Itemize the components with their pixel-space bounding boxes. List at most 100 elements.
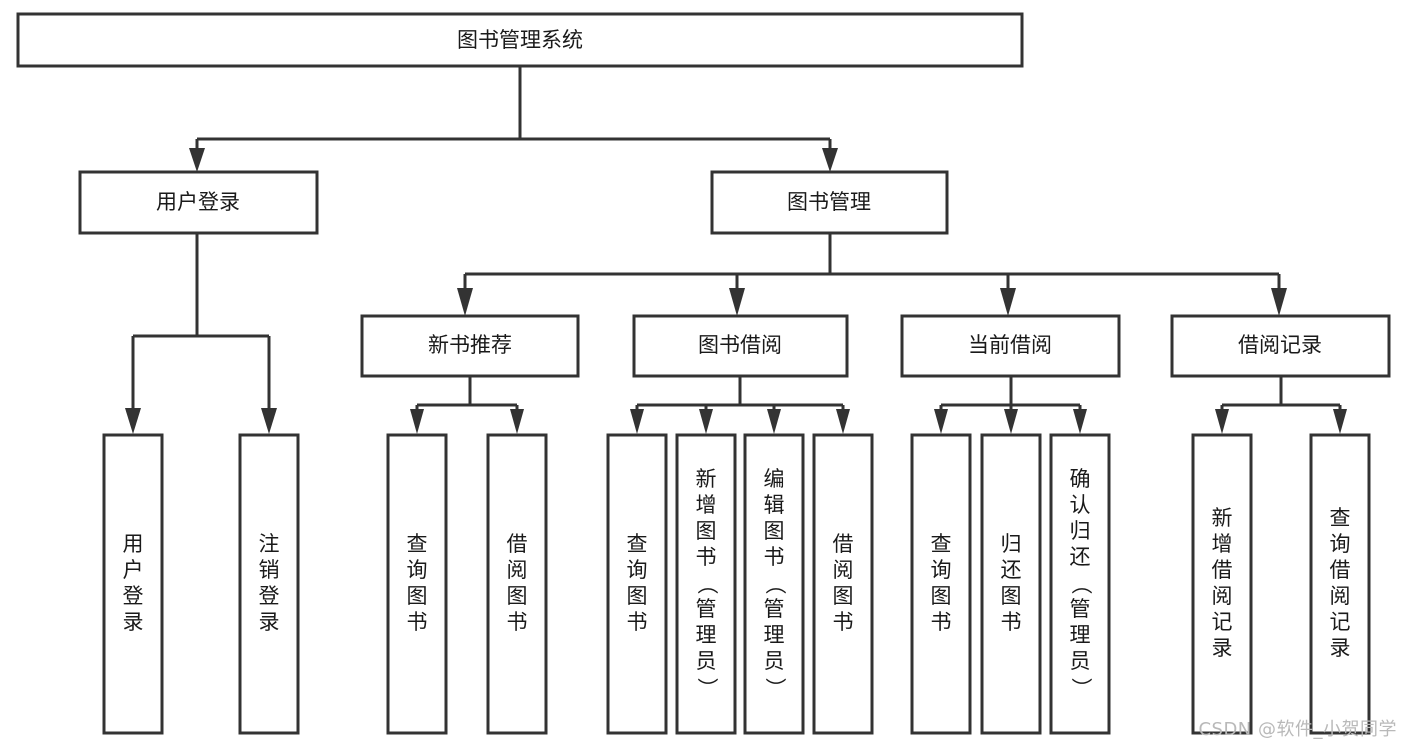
node-user-login[interactable]: 用户登录 [78,170,319,235]
svg-text:）: ） [763,678,787,699]
leaf-newbook-borrow-box[interactable] [486,433,548,735]
leaf-user-login-login[interactable]: 用户登录 [102,433,164,735]
svg-text:员: 员 [696,649,717,673]
leaf-newbook-query-box[interactable] [386,433,448,735]
node-book-borrow-box[interactable] [632,314,849,378]
svg-text:员: 员 [764,649,785,673]
svg-text:图: 图 [833,584,854,608]
svg-text:理: 理 [1070,623,1091,647]
svg-text:录: 录 [259,610,280,634]
svg-text:阅: 阅 [833,558,854,582]
svg-text:（: （ [695,574,719,595]
svg-text:书: 书 [764,545,785,569]
svg-text:书: 书 [696,545,717,569]
svg-text:图: 图 [931,584,952,608]
svg-text:登: 登 [123,584,144,608]
svg-text:归: 归 [1070,519,1091,543]
svg-text:户: 户 [123,558,144,582]
arrow-borrowrecord-leaf-2 [1333,409,1347,434]
arrow-to-book-borrow [729,288,745,316]
node-root-box[interactable] [16,12,1024,68]
arrow-newbook-leaf-1 [410,409,424,434]
svg-text:认: 认 [1070,493,1091,517]
arrow-to-leaf-logout [261,408,277,434]
arrow-to-new-book [457,288,473,316]
leaf-user-login-login-label: 用户登录 [123,532,144,634]
arrow-to-current-borrow [1000,288,1016,316]
svg-text:录: 录 [1330,636,1351,660]
leaf-user-login-login-box[interactable] [102,433,164,735]
svg-text:管: 管 [1070,597,1091,621]
svg-text:还: 还 [1070,545,1091,569]
node-book-borrow-label: 图书借阅 [698,333,782,357]
node-borrow-record[interactable]: 借阅记录 [1170,314,1391,378]
svg-text:新: 新 [696,467,717,491]
svg-text:新: 新 [1212,506,1233,530]
svg-text:查: 查 [931,532,952,556]
svg-text:图: 图 [627,584,648,608]
svg-text:询: 询 [1330,532,1351,556]
svg-text:销: 销 [259,558,280,582]
node-current-borrow[interactable]: 当前借阅 [900,314,1121,378]
svg-text:增: 增 [696,493,717,517]
arrow-currentborrow-leaf-2 [1004,409,1018,434]
leaf-bookborrow-add-box[interactable] [675,433,737,735]
svg-text:图: 图 [1001,584,1022,608]
arrow-newbook-leaf-2 [510,409,524,434]
node-new-book-recommend[interactable]: 新书推荐 [360,314,580,378]
svg-text:阅: 阅 [1212,584,1233,608]
leaf-currentborrow-query-box[interactable] [910,433,972,735]
leaf-user-login-logout-box[interactable] [238,433,300,735]
svg-text:员: 员 [1070,649,1091,673]
node-book-manage-box[interactable] [710,170,949,235]
node-user-login-box[interactable] [78,170,319,235]
node-borrow-record-box[interactable] [1170,314,1391,378]
leaf-bookborrow-query-box[interactable] [606,433,668,735]
svg-text:查: 查 [1330,506,1351,530]
leaf-bookborrow-borrow-box[interactable] [812,433,874,735]
arrow-currentborrow-leaf-3 [1073,409,1087,434]
svg-text:借: 借 [1212,558,1233,582]
svg-text:管: 管 [696,597,717,621]
svg-text:借: 借 [833,532,854,556]
node-book-borrow[interactable]: 图书借阅 [632,314,849,378]
node-book-manage[interactable]: 图书管理 [710,170,949,235]
node-current-borrow-box[interactable] [900,314,1121,378]
node-new-book-recommend-box[interactable] [360,314,580,378]
svg-text:（: （ [763,574,787,595]
svg-text:归: 归 [1001,532,1022,556]
svg-text:确: 确 [1070,467,1091,491]
leaf-borrowrecord-add-box[interactable] [1191,433,1253,735]
connector-layer [125,67,1347,434]
node-root[interactable]: 图书管理系统 [16,12,1024,68]
svg-text:阅: 阅 [1330,584,1351,608]
svg-text:图: 图 [507,584,528,608]
leaf-bookborrow-edit-box[interactable] [743,433,805,735]
leaf-borrowrecord-query-box[interactable] [1309,433,1371,735]
svg-text:书: 书 [833,610,854,634]
svg-text:注: 注 [259,532,280,556]
leaf-currentborrow-confirm-box[interactable] [1049,433,1111,735]
leaf-currentborrow-return-box[interactable] [980,433,1042,735]
arrow-currentborrow-leaf-1 [934,409,948,434]
